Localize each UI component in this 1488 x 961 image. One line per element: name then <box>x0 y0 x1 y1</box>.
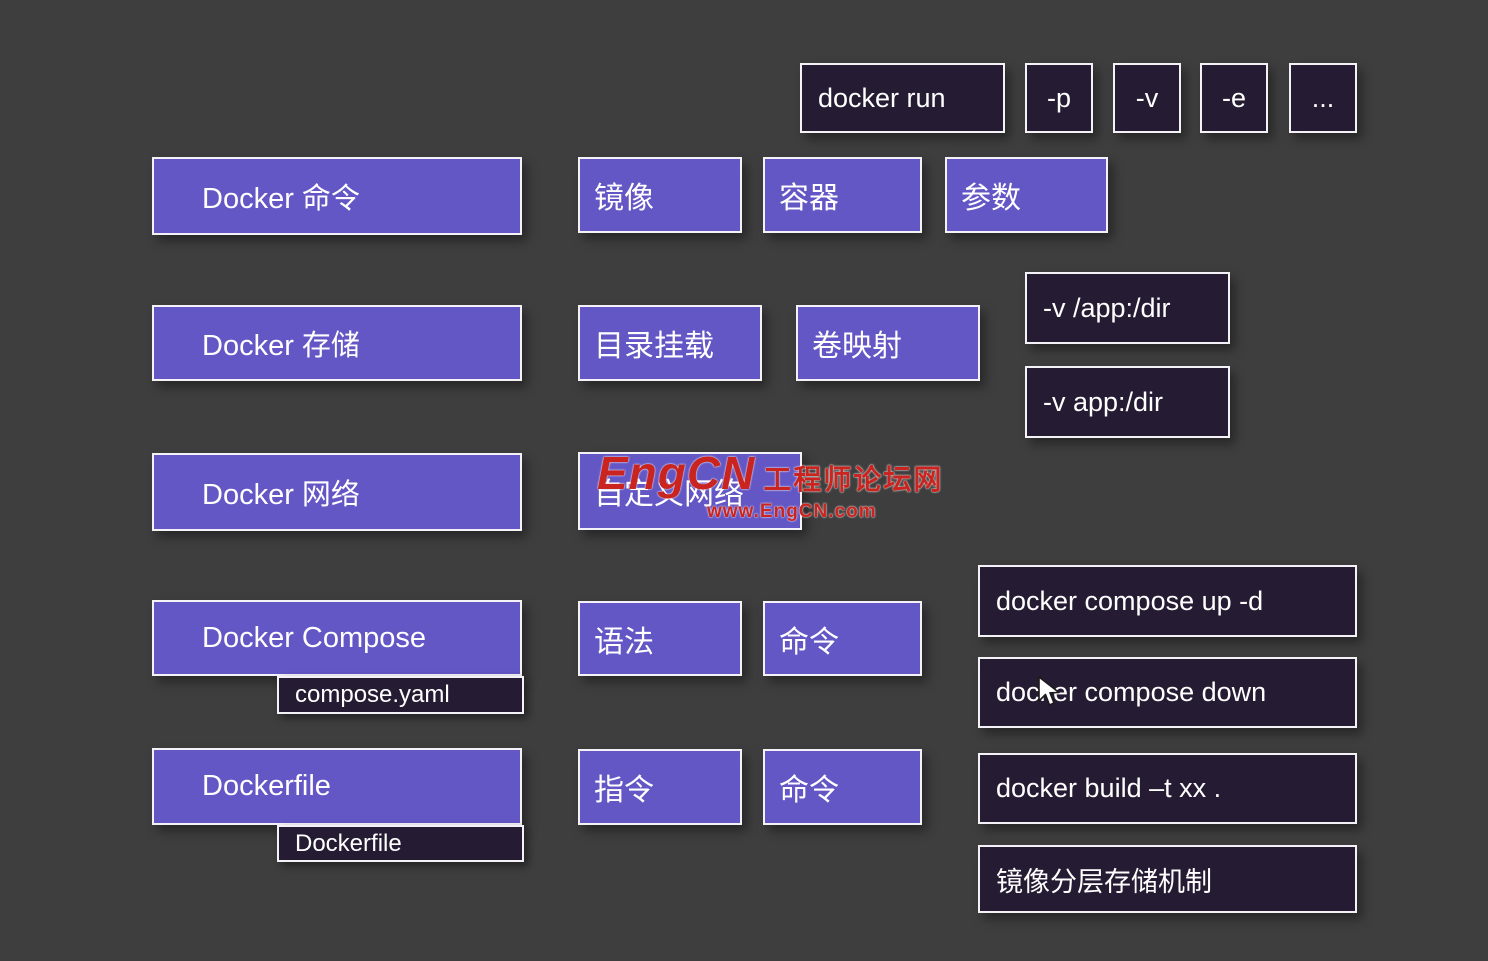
compose-yaml-box: compose.yaml <box>277 676 524 714</box>
docker-commands-box: Docker 命令 <box>152 157 522 235</box>
image-layers-box: 镜像分层存储机制 <box>978 845 1357 913</box>
flag-ellipsis-box: ... <box>1289 63 1357 133</box>
dir-mount-box: 目录挂载 <box>578 305 762 381</box>
flag-v-box: -v <box>1113 63 1181 133</box>
dockerfile-instruction-box: 指令 <box>578 749 742 825</box>
docker-run-box: docker run <box>800 63 1005 133</box>
volume-named-example-box: -v app:/dir <box>1025 366 1230 438</box>
compose-syntax-box: 语法 <box>578 601 742 676</box>
custom-network-box: 自定义网络 <box>578 452 802 530</box>
docker-compose-box: Docker Compose <box>152 600 522 676</box>
volume-map-box: 卷映射 <box>796 305 980 381</box>
docker-network-box: Docker 网络 <box>152 453 522 531</box>
docker-storage-box: Docker 存储 <box>152 305 522 381</box>
flag-p-box: -p <box>1025 63 1093 133</box>
params-box: 参数 <box>945 157 1108 233</box>
volume-abs-example-box: -v /app:/dir <box>1025 272 1230 344</box>
image-box: 镜像 <box>578 157 742 233</box>
container-box: 容器 <box>763 157 922 233</box>
dockerfile-topic-box: Dockerfile <box>152 748 522 825</box>
dockerfile-command-box: 命令 <box>763 749 922 825</box>
compose-up-example-box: docker compose up -d <box>978 565 1357 637</box>
dockerfile-file-box: Dockerfile <box>277 825 524 862</box>
flag-e-box: -e <box>1200 63 1268 133</box>
compose-down-example-box: docker compose down <box>978 657 1357 728</box>
compose-command-box: 命令 <box>763 601 922 676</box>
docker-build-example-box: docker build –t xx . <box>978 753 1357 824</box>
